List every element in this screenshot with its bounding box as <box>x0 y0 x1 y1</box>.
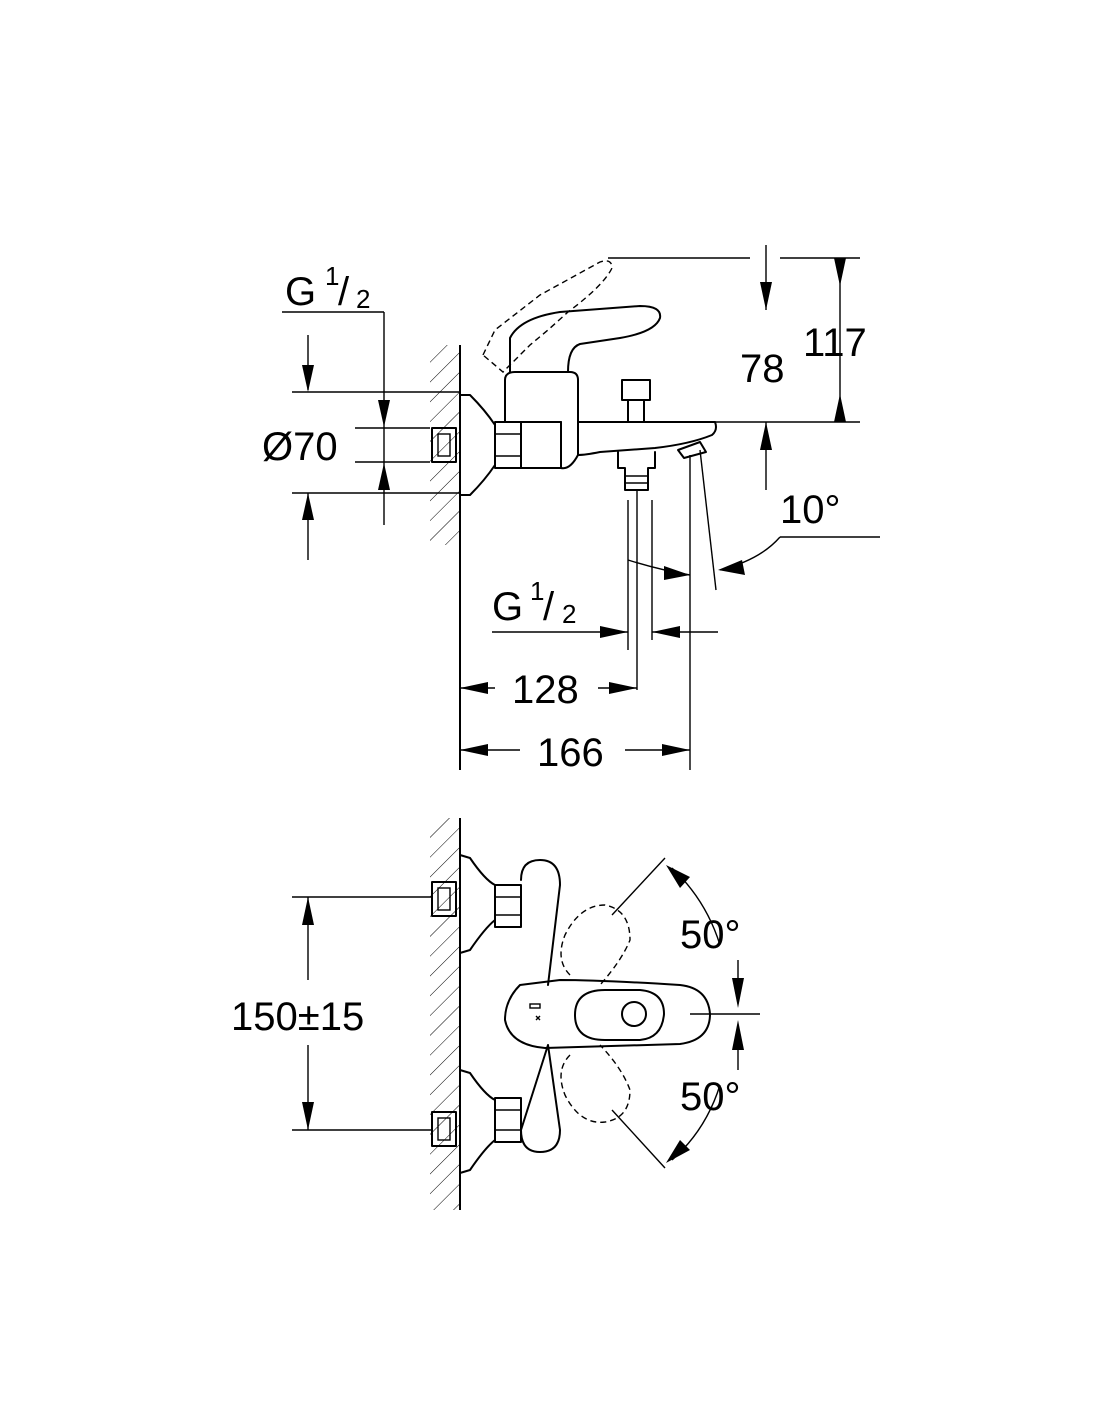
connector-top <box>431 854 522 954</box>
projection-label: 166 <box>537 731 604 775</box>
handle-height-label: 78 <box>740 347 785 391</box>
side-view: G 1 / 2 Ø70 78 117 10° G 1 / 2 <box>262 245 880 775</box>
rosette-diameter-label: Ø70 <box>262 425 338 469</box>
outlet-distance-label: 128 <box>512 668 579 712</box>
thread-left-sub: 2 <box>356 284 370 314</box>
cartridge-housing <box>504 371 579 381</box>
thread-left-g: G <box>285 270 316 314</box>
wall-front <box>430 818 461 1210</box>
total-height-label: 117 <box>803 321 867 365</box>
rotation-up-label: 50° <box>680 913 741 957</box>
thread-bottom-sup: 1 <box>530 576 544 606</box>
hex-nut <box>494 421 562 469</box>
lever-rotated-down-dashed <box>560 1044 631 1123</box>
diverter-knob <box>621 379 651 423</box>
shower-outlet <box>617 451 656 690</box>
thread-left-sup: 1 <box>325 261 339 291</box>
thread-bottom-slash: / <box>543 585 555 629</box>
wall-connector <box>431 427 457 463</box>
centres-label: 150±15 <box>231 995 364 1039</box>
rotation-down-label: 50° <box>680 1075 741 1119</box>
thread-bottom-sub: 2 <box>562 599 576 629</box>
mixer-body <box>504 379 579 470</box>
aerator <box>677 441 707 459</box>
lever-rotated-up-dashed <box>560 904 631 986</box>
spout-angle-label: 10° <box>780 488 841 532</box>
mixer-body-front <box>520 859 561 1153</box>
lever-handle <box>509 305 662 373</box>
lever-front <box>504 979 711 1049</box>
connector-bottom <box>431 1069 522 1174</box>
thread-bottom-g: G <box>492 585 523 629</box>
wall-side <box>430 345 461 770</box>
rosette <box>459 394 496 496</box>
lever-raised-dashed <box>482 260 613 373</box>
spout <box>577 421 717 456</box>
thread-left-slash: / <box>338 270 350 314</box>
front-view: 50° 50° 150±15 <box>231 818 760 1210</box>
